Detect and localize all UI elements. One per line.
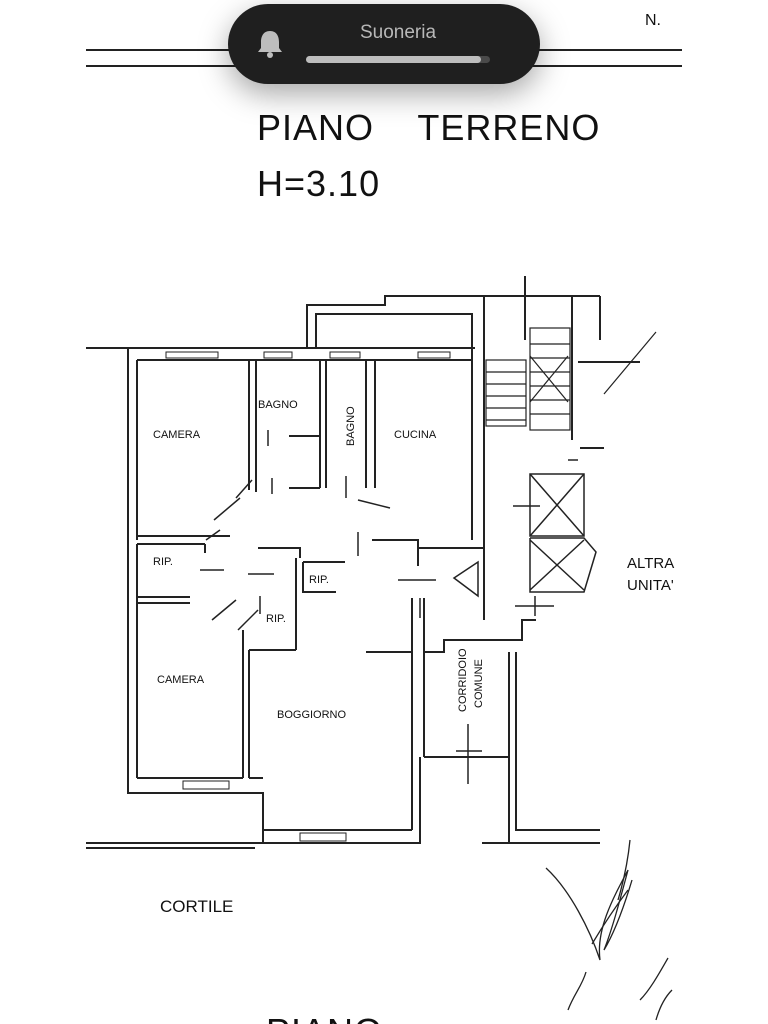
label-cucina: CUCINA	[394, 429, 437, 441]
bell-icon	[258, 31, 282, 58]
next-section-title: PIANO	[266, 1011, 383, 1024]
signature	[545, 839, 673, 1021]
ringer-hud: Suoneria	[228, 4, 540, 84]
entrance-marker	[452, 560, 479, 598]
label-altra: ALTRA	[627, 555, 674, 572]
label-bagno-1: BAGNO	[258, 399, 298, 411]
label-camera-top: CAMERA	[153, 429, 201, 441]
lift-shafts	[529, 459, 597, 593]
label-rip-center: RIP.	[266, 613, 286, 625]
volume-level	[306, 56, 481, 63]
label-rip-small: RIP.	[309, 574, 329, 586]
label-cortile: CORTILE	[160, 897, 233, 916]
boundary-diagonal	[603, 331, 657, 395]
label-bagno-2: BAGNO	[345, 406, 357, 446]
corner-mark: N.	[645, 12, 661, 29]
label-corridoio: CORRIDOIO	[457, 648, 469, 712]
label-comune: COMUNE	[473, 659, 485, 708]
stairs	[485, 327, 571, 431]
windows	[165, 351, 451, 842]
label-soggiorno: BOGGIORNO	[277, 709, 347, 721]
label-camera-bottom: CAMERA	[157, 674, 205, 686]
door-swings	[200, 430, 554, 784]
label-unita: UNITA'	[627, 577, 674, 594]
hud-label: Suoneria	[359, 22, 437, 43]
plan-title: PIANO TERRENO	[257, 107, 600, 148]
walls	[86, 276, 640, 849]
label-rip-left: RIP.	[153, 556, 173, 568]
height-label: H=3.10	[257, 163, 380, 204]
volume-slider[interactable]	[306, 56, 490, 63]
